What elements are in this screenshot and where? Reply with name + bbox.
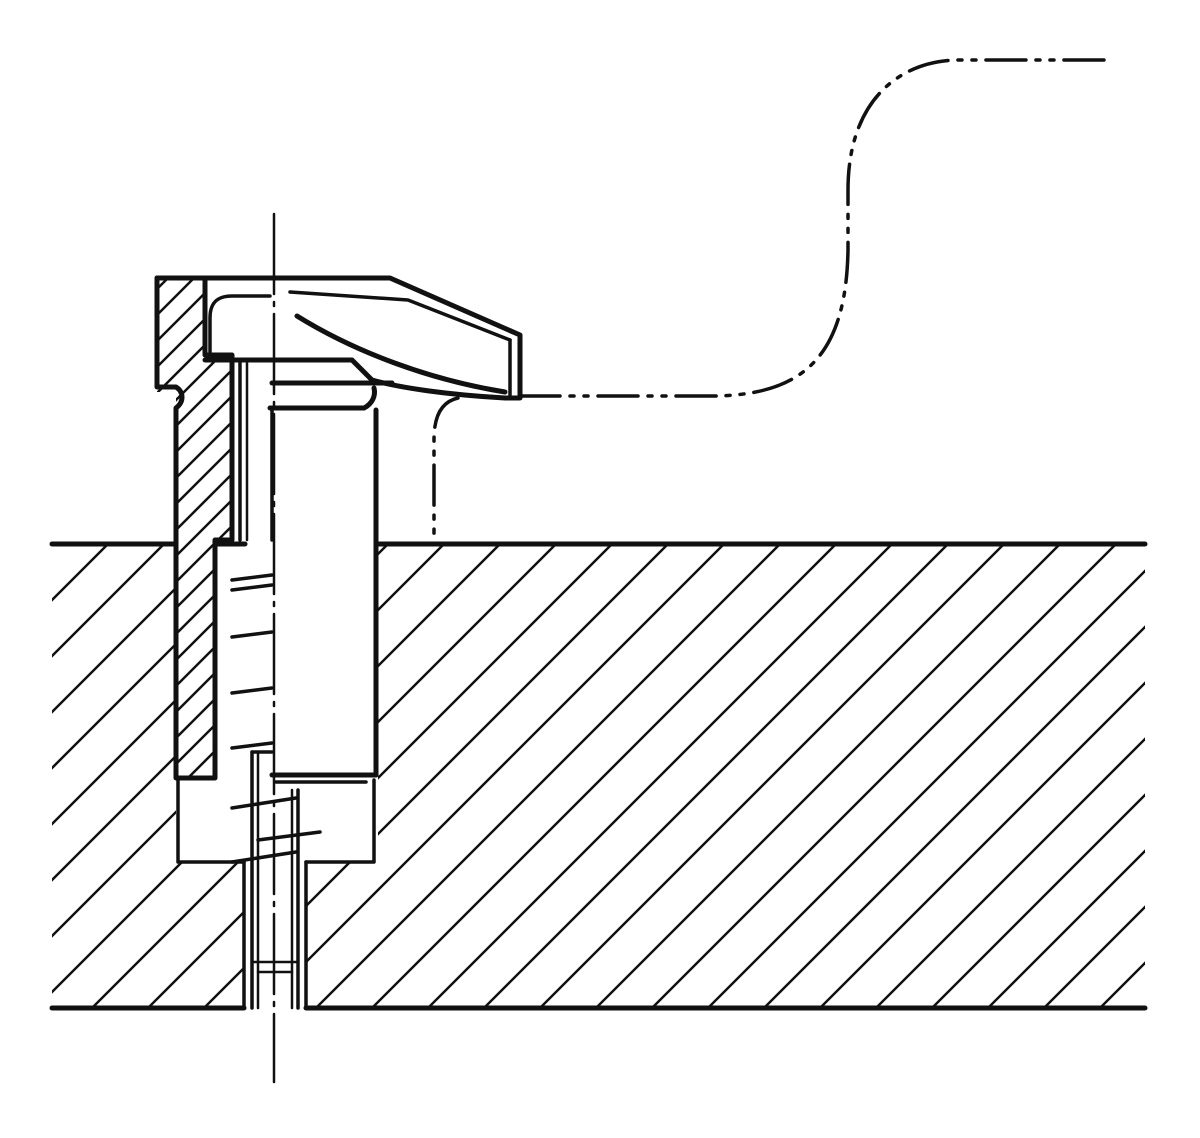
movable-part-contour-lower [432, 396, 460, 542]
hatch-line [0, 270, 150, 785]
hatch-line [258, 544, 726, 1008]
hatch-line [52, 544, 166, 1008]
hatch-line [157, 278, 232, 778]
hatch-line [363, 270, 878, 785]
base-plate [49, 541, 1200, 1011]
hatch-line [986, 544, 1145, 1008]
plunger-shaft [212, 385, 379, 784]
hatch-line [157, 278, 204, 778]
hatch-line [157, 278, 232, 778]
hatch-line [52, 544, 54, 1008]
counterbore [176, 778, 376, 1010]
hatch-line [157, 278, 232, 778]
hatch-line [594, 544, 1062, 1008]
hatch-line [337, 270, 852, 785]
hatch-line [157, 278, 232, 778]
hatch-line [52, 544, 222, 1008]
cam-groove-curve [294, 313, 508, 395]
spring-coil-2 [230, 583, 274, 592]
hatch-line [649, 270, 1164, 785]
base-plate-hatching [52, 544, 1200, 1008]
body-outline [154, 275, 235, 781]
spring-coil-7 [256, 830, 322, 842]
hatch-line [52, 544, 502, 1008]
shaft-neck [267, 385, 377, 411]
hatch-line [538, 544, 1006, 1008]
hatch-line [157, 278, 232, 778]
hatch-line [314, 544, 782, 1008]
hatch-line [650, 544, 1118, 1008]
hatch-line [623, 270, 1138, 785]
hatch-line [157, 278, 232, 778]
spring-coil-5 [230, 741, 274, 750]
cam-top-bevel [288, 290, 512, 342]
hatch-line [285, 270, 800, 785]
hatch-line [1042, 544, 1145, 1008]
hatch-line [727, 270, 1200, 785]
spring-coil-1 [230, 573, 274, 582]
hatch-line [874, 544, 1145, 1008]
movable-part-contour [518, 58, 1112, 398]
guide-pin [250, 750, 300, 1010]
hatch-line [157, 278, 232, 778]
counterbore-outline [176, 778, 376, 864]
spring-coil-4 [230, 686, 274, 695]
hatch-line [675, 270, 1190, 785]
spring-coil-3 [230, 630, 274, 639]
hatch-line [467, 270, 982, 785]
hatch-line [157, 278, 232, 778]
hatch-line [762, 544, 1145, 1008]
hatch-line [482, 544, 950, 1008]
hatch-line [205, 278, 232, 778]
hatch-line [52, 544, 110, 1008]
hatch-line [426, 544, 894, 1008]
hatch-line [311, 270, 826, 785]
cam-head-inner-fillet [208, 294, 272, 357]
hatch-line [157, 278, 178, 778]
hatch-line [157, 278, 232, 778]
hatch-line [157, 278, 232, 778]
spring-coil-6 [230, 796, 298, 810]
hatch-line [157, 278, 232, 778]
cam-head [154, 275, 523, 401]
hatch-line [259, 270, 774, 785]
hatch-line [1156, 544, 1200, 1008]
hatch-line [930, 544, 1145, 1008]
hatch-line [157, 278, 232, 778]
hatch-line [597, 270, 1112, 785]
body-hatching [0, 270, 1200, 785]
hatch-line [753, 270, 1200, 785]
hatch-line [52, 544, 278, 1008]
hatch-line [493, 270, 1008, 785]
hatch-line [146, 544, 614, 1008]
hatch-line [818, 544, 1145, 1008]
indexing-plunger-body [0, 270, 1200, 785]
hatch-line [179, 278, 232, 778]
hatch-line [370, 544, 838, 1008]
hatch-line [706, 544, 1145, 1008]
pin-bore-outline [242, 860, 308, 1010]
compression-spring [230, 573, 322, 864]
hatch-line [545, 270, 1060, 785]
hatch-line [519, 270, 1034, 785]
spring-coil-8 [230, 850, 298, 864]
